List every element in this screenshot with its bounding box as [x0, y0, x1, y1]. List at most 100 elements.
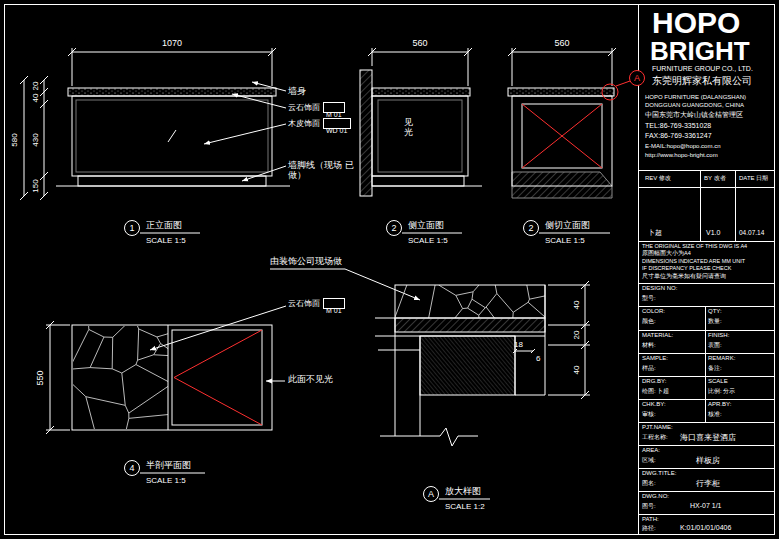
dimension-text: 40 — [572, 366, 581, 375]
node-text: 4 — [129, 464, 134, 473]
title-block-frame-line — [701, 170, 736, 422]
enlarged-detail-line — [439, 499, 490, 500]
side-elevation-line — [368, 48, 472, 86]
field-label: MATERIAL: — [642, 332, 673, 339]
half-section-plan-line — [150, 306, 286, 350]
view-number: 2 — [386, 220, 402, 236]
field-label: 绘图: 卜超 — [642, 388, 669, 395]
scale-text: SCALE 1:5 — [408, 236, 448, 245]
dimension-text: 560 — [412, 38, 427, 48]
side-section — [508, 48, 630, 233]
table-header: DATE 日期 — [739, 175, 768, 182]
view-note: 见光 — [404, 118, 413, 138]
company-info: 中国东莞市大岭山镇金桔管理区 — [645, 111, 743, 118]
side-elevation-line — [372, 176, 464, 186]
front-elevation — [20, 48, 290, 233]
company-name: 东莞明辉家私有限公司 — [652, 75, 752, 87]
table-header: BY 改者 — [704, 175, 726, 182]
field-label: SCALE — [708, 378, 728, 385]
detail-callout: A — [629, 70, 645, 86]
enlarged-detail — [270, 269, 590, 499]
field-label: DWG.NO: — [642, 493, 669, 500]
field-label: QTY: — [708, 308, 722, 315]
stone-pattern — [395, 285, 545, 318]
leader-note: 云石饰面 — [288, 103, 320, 112]
field-label: 工程名称: — [642, 434, 668, 441]
front-elevation-line — [44, 80, 45, 196]
enlarged-detail-line — [380, 428, 478, 446]
half-section-plan — [46, 306, 286, 473]
title-block-frame — [5, 5, 775, 535]
drawing-note: 原图幅面大小为A4 — [642, 250, 691, 256]
front-elevation-line — [68, 48, 276, 86]
side-elevation-line — [360, 70, 372, 196]
dimension-text: 20 — [572, 331, 581, 340]
drawing-note: DIMENSIONS INDICATED ARE MM UNIT — [642, 258, 745, 264]
node-text: 2 — [528, 224, 533, 233]
drawing-note: THE ORIGINAL SIZE OF THIS DWG IS A4 — [642, 243, 747, 249]
field-label: AREA: — [642, 447, 660, 454]
front-elevation-line — [204, 124, 286, 144]
field-value: 样板房 — [696, 456, 720, 465]
field-label: 型号: — [642, 295, 656, 302]
half-section-plan-line — [266, 381, 285, 382]
half-section-plan-line — [172, 330, 262, 425]
view-number: 4 — [124, 460, 140, 476]
view-title: 放大样图 — [445, 486, 481, 496]
field-value: HX-07 1/1 — [690, 502, 722, 510]
half-section-plan-line — [72, 325, 272, 430]
side-section-line — [512, 96, 612, 186]
half-section-plan-line — [73, 326, 168, 429]
node-text: 1 — [129, 224, 134, 233]
leader-note: 木皮饰面 — [288, 119, 320, 128]
dimension-text: 20 — [31, 82, 40, 91]
leader-note: 墙脚线（现场 已做） — [288, 160, 354, 181]
dimension-text: 550 — [35, 370, 45, 385]
enlarged-detail-line — [395, 318, 545, 332]
node-text: A — [634, 74, 640, 83]
dimension-text: 580 — [10, 133, 19, 146]
view-title: 侧立面图 — [408, 220, 444, 230]
field-label: 核准: — [708, 411, 722, 418]
enlarged-detail-line — [395, 318, 420, 436]
front-elevation-line — [168, 130, 176, 142]
side-elevation-line — [372, 96, 468, 176]
front-elevation-line — [76, 100, 268, 172]
enlarged-detail-line — [420, 336, 515, 395]
dimension-text: 40 — [572, 301, 581, 310]
field-label: 表面: — [708, 342, 722, 349]
side-section-line — [508, 88, 614, 96]
side-elevation-line — [372, 88, 470, 96]
side-elevation — [360, 48, 482, 233]
field-label: 材料: — [642, 342, 656, 349]
field-label: REMARK: — [708, 355, 735, 362]
field-label: PJT.NAME: — [642, 424, 673, 431]
side-section-line — [522, 104, 602, 168]
company-info: E-MAIL:hopo@hopo.com.cn — [645, 143, 720, 150]
table-header: REV 修改 — [645, 175, 671, 182]
field-label: DRG.BY: — [642, 378, 666, 385]
dimension-text: 6 — [536, 354, 540, 363]
node-text: WD 01 — [326, 127, 347, 135]
field-label: 路径: — [642, 525, 656, 532]
dimension-text: 150 — [31, 179, 40, 192]
scale-text: SCALE 1:2 — [445, 502, 485, 511]
view-number: 1 — [124, 220, 140, 236]
leader-note: 云石饰面 — [288, 299, 320, 308]
leader-note: 由装饰公司现场做 — [270, 256, 342, 266]
front-elevation-line — [20, 76, 28, 200]
enlarged-detail-line — [581, 281, 589, 399]
field-label: APR.BY: — [708, 401, 731, 408]
dimension-text: 40 — [31, 94, 40, 103]
field-label: 样品: — [642, 365, 656, 372]
table-cell: V1.0 — [706, 229, 720, 237]
field-label: CHK.BY: — [642, 401, 666, 408]
view-number: 2 — [523, 220, 539, 236]
side-section-line — [616, 81, 630, 86]
material-code-box: M 01 — [323, 102, 345, 113]
side-elevation-line — [372, 186, 482, 187]
scale-text: SCALE 1:5 — [545, 236, 585, 245]
half-section-plan-line — [168, 325, 169, 430]
enlarged-detail-line — [548, 285, 590, 395]
company-info: http://www.hopo-bright.com — [645, 152, 718, 159]
